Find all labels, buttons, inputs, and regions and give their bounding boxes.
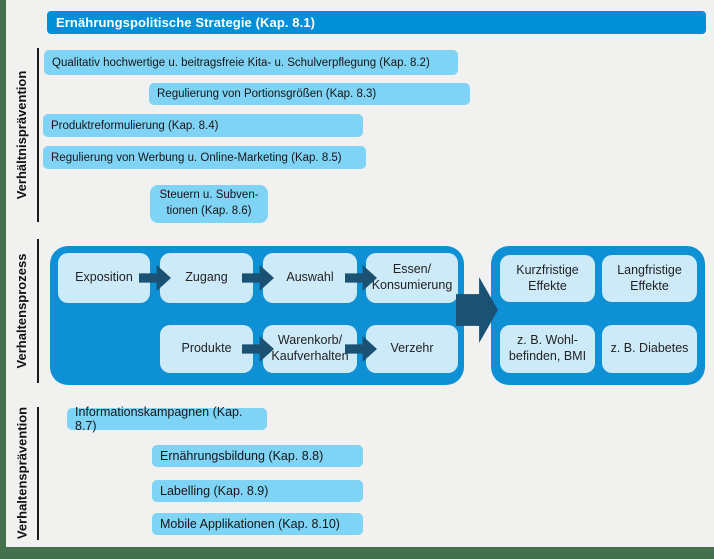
process-step-produkte: Produkte (160, 325, 253, 373)
box-kap-8-6: Steuern u. Subven- tionen (Kap. 8.6) (150, 185, 268, 223)
process-step-zugang: Zugang (160, 253, 253, 303)
effect-diabetes: z. B. Diabetes (602, 325, 697, 373)
process-step-essen-konsumierung: Essen/ Konsumierung (366, 253, 458, 303)
effect-langfristige-effekte: Langfristige Effekte (602, 255, 697, 302)
process-step-exposition: Exposition (58, 253, 150, 303)
box-kap-8-8: Ernährungsbildung (Kap. 8.8) (152, 445, 363, 467)
box-kap-8-4: Produktreformulierung (Kap. 8.4) (43, 114, 363, 137)
box-kap-8-9: Labelling (Kap. 8.9) (152, 480, 363, 502)
frame-bottom-edge (0, 547, 714, 559)
process-step-verzehr: Verzehr (366, 325, 458, 373)
section-label-verhaltenspraevention: Verhaltensprävention (14, 406, 30, 540)
box-kap-8-3: Regulierung von Portionsgrößen (Kap. 8.3… (149, 83, 470, 105)
process-step-warenkorb-kaufverhalten: Warenkorb/ Kaufverhalten (263, 325, 357, 373)
bracket-verhaltensprozess (37, 239, 39, 383)
bracket-verhaltenspraevention (37, 407, 39, 540)
section-label-verhaeltnispraevention: Verhältnisprävention (14, 70, 29, 200)
box-kap-8-7: Informationskampagnen (Kap. 8.7) (67, 405, 267, 433)
frame-left-edge (0, 0, 6, 559)
effect-kurzfristige-effekte: Kurzfristige Effekte (500, 255, 595, 302)
section-label-verhaltensprozess: Verhaltensprozess (14, 253, 29, 369)
effect-wohlbefinden-bmi: z. B. Wohl- befinden, BMI (500, 325, 595, 373)
process-step-auswahl: Auswahl (263, 253, 357, 303)
box-kap-8-2: Qualitativ hochwertige u. beitragsfreie … (44, 50, 458, 75)
box-kap-8-5: Regulierung von Werbung u. Online-Market… (43, 146, 366, 169)
strategy-title-bar: Ernährungspolitische Strategie (Kap. 8.1… (47, 11, 706, 34)
box-kap-8-10: Mobile Applikationen (Kap. 8.10) (152, 513, 363, 535)
bracket-verhaeltnispraevention (37, 48, 39, 222)
